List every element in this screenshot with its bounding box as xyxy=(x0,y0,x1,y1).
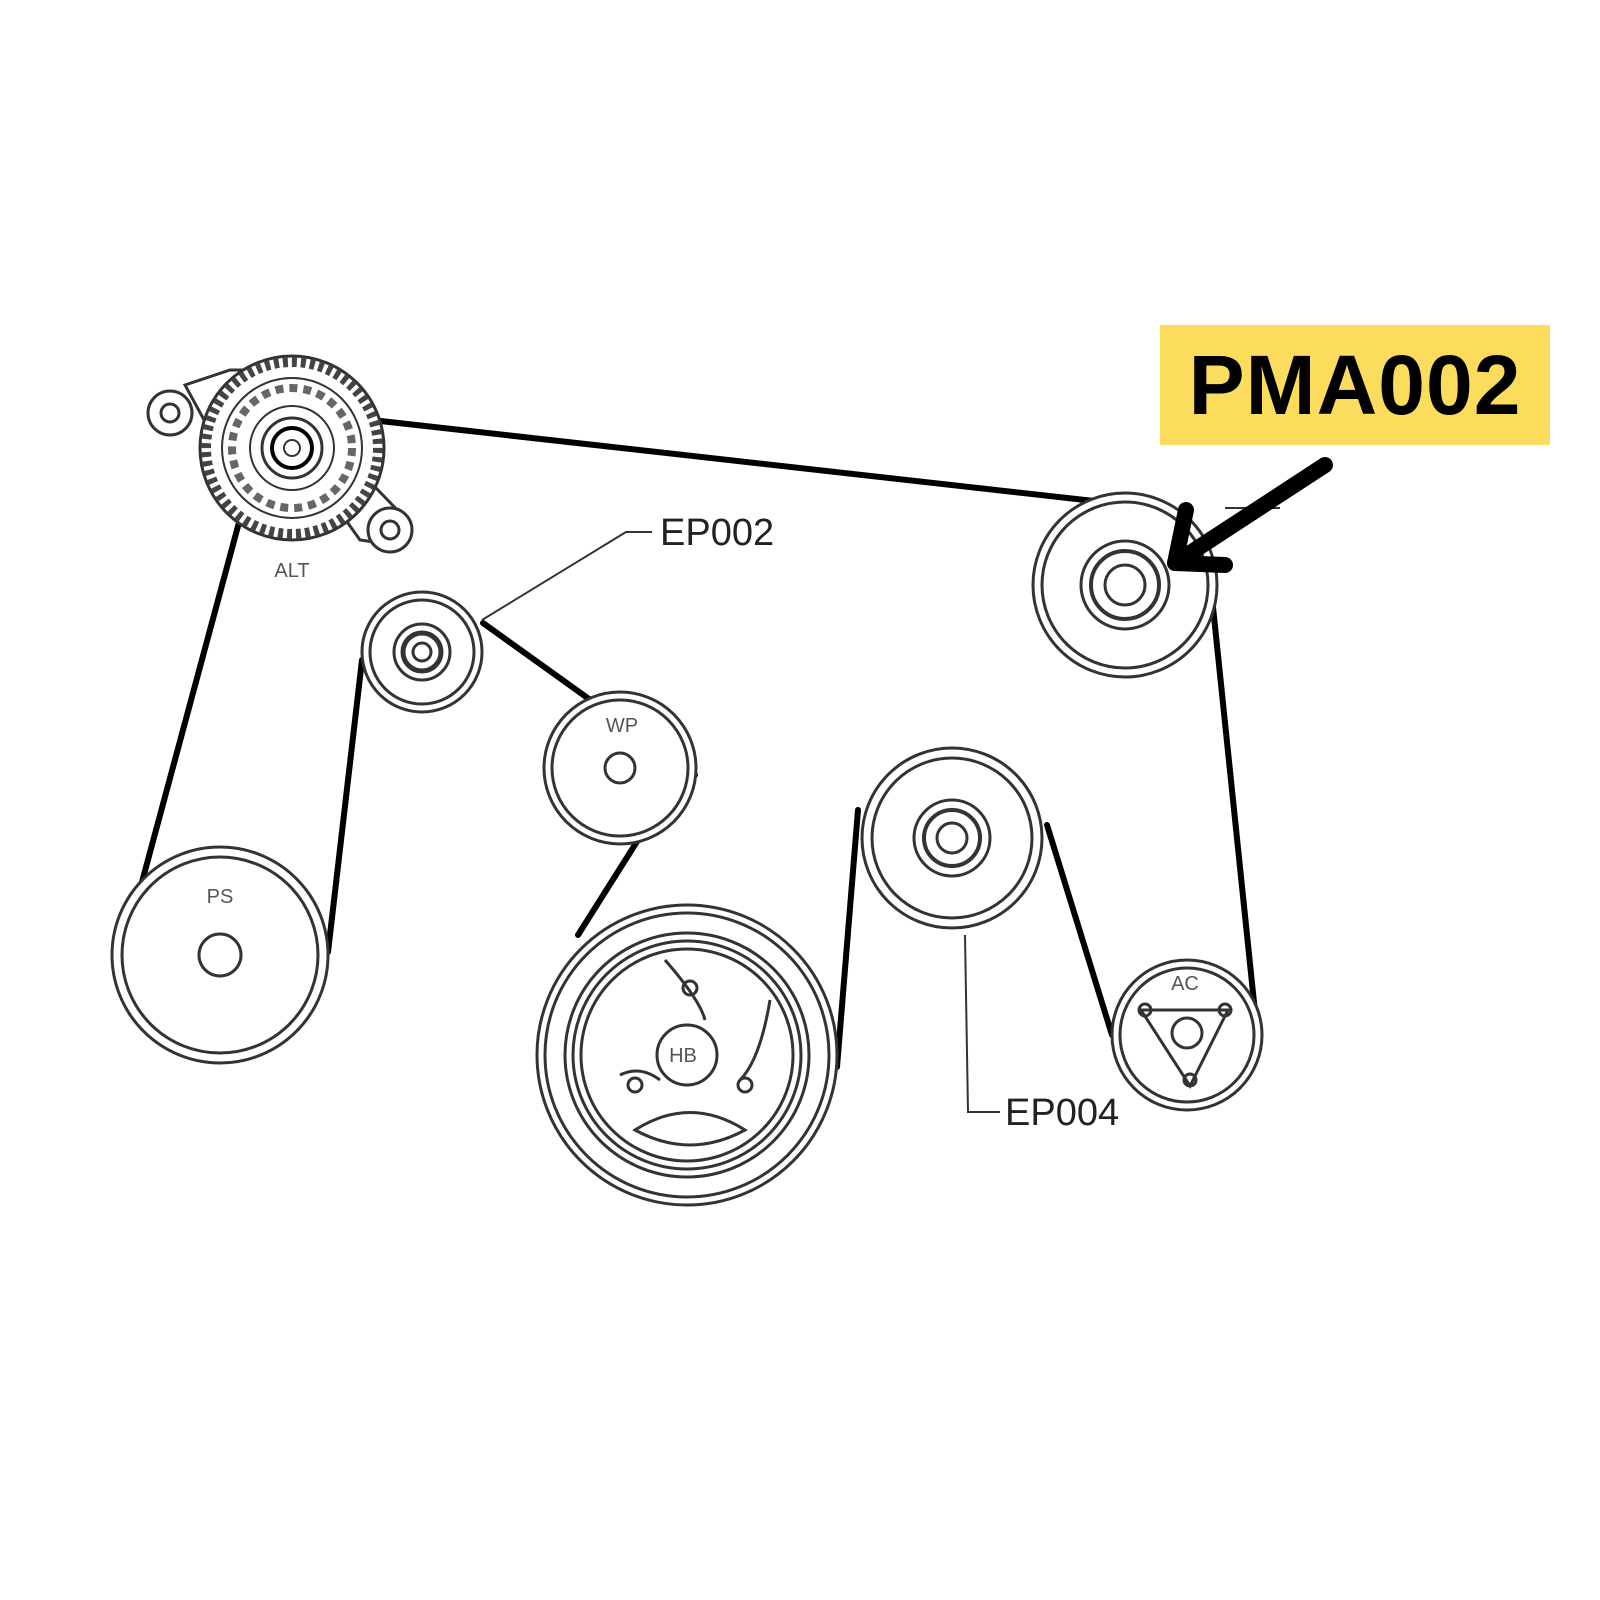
alt-label: ALT xyxy=(274,560,309,582)
callout-leaders xyxy=(481,531,1000,1113)
ac-pulley xyxy=(1110,958,1264,1112)
hb-pulley xyxy=(535,903,839,1207)
ac-label: AC xyxy=(1171,973,1199,995)
part-number-badge: PMA002 xyxy=(1188,337,1522,432)
ep004-idler-pulley xyxy=(860,746,1044,930)
ep004-callout: EP004 xyxy=(1005,1092,1119,1134)
ps-pulley xyxy=(110,845,330,1065)
alternator-pulley xyxy=(146,354,414,554)
wp-label: WP xyxy=(606,715,638,737)
tensioner-pulley xyxy=(1031,491,1280,679)
pointer-arrow xyxy=(1167,457,1333,573)
part-number-badge-background xyxy=(1160,325,1550,445)
ep002-callout: EP002 xyxy=(660,512,774,554)
ps-label: PS xyxy=(207,886,234,908)
wp-pulley xyxy=(542,690,698,846)
ep002-idler-pulley xyxy=(360,590,484,714)
hb-label: HB xyxy=(669,1045,697,1067)
